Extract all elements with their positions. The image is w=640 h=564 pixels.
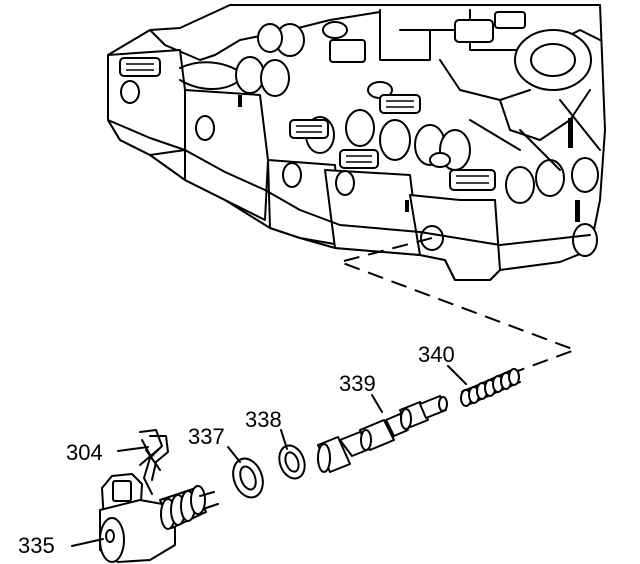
callout-339: 339 [339,371,376,396]
valve-body-casting [107,4,606,281]
callout-335: 335 [18,533,55,558]
leader-304 [117,446,149,452]
leader-335 [71,538,104,547]
valve-spool-339 [317,395,448,473]
leader-338 [280,429,288,450]
spring-340 [460,368,521,407]
callout-304: 304 [66,440,103,465]
retainer-clip-304 [139,429,169,495]
solenoid-335 [99,473,219,563]
leader-339 [371,394,383,413]
callout-338: 338 [245,407,282,432]
leader-lines [71,365,467,547]
callout-340: 340 [418,342,455,367]
leader-337 [227,446,241,463]
callout-337: 337 [188,424,225,449]
port-pads [119,39,496,191]
leader-340 [447,365,467,385]
o-ring-338 [278,444,306,480]
o-ring-337 [232,457,264,499]
